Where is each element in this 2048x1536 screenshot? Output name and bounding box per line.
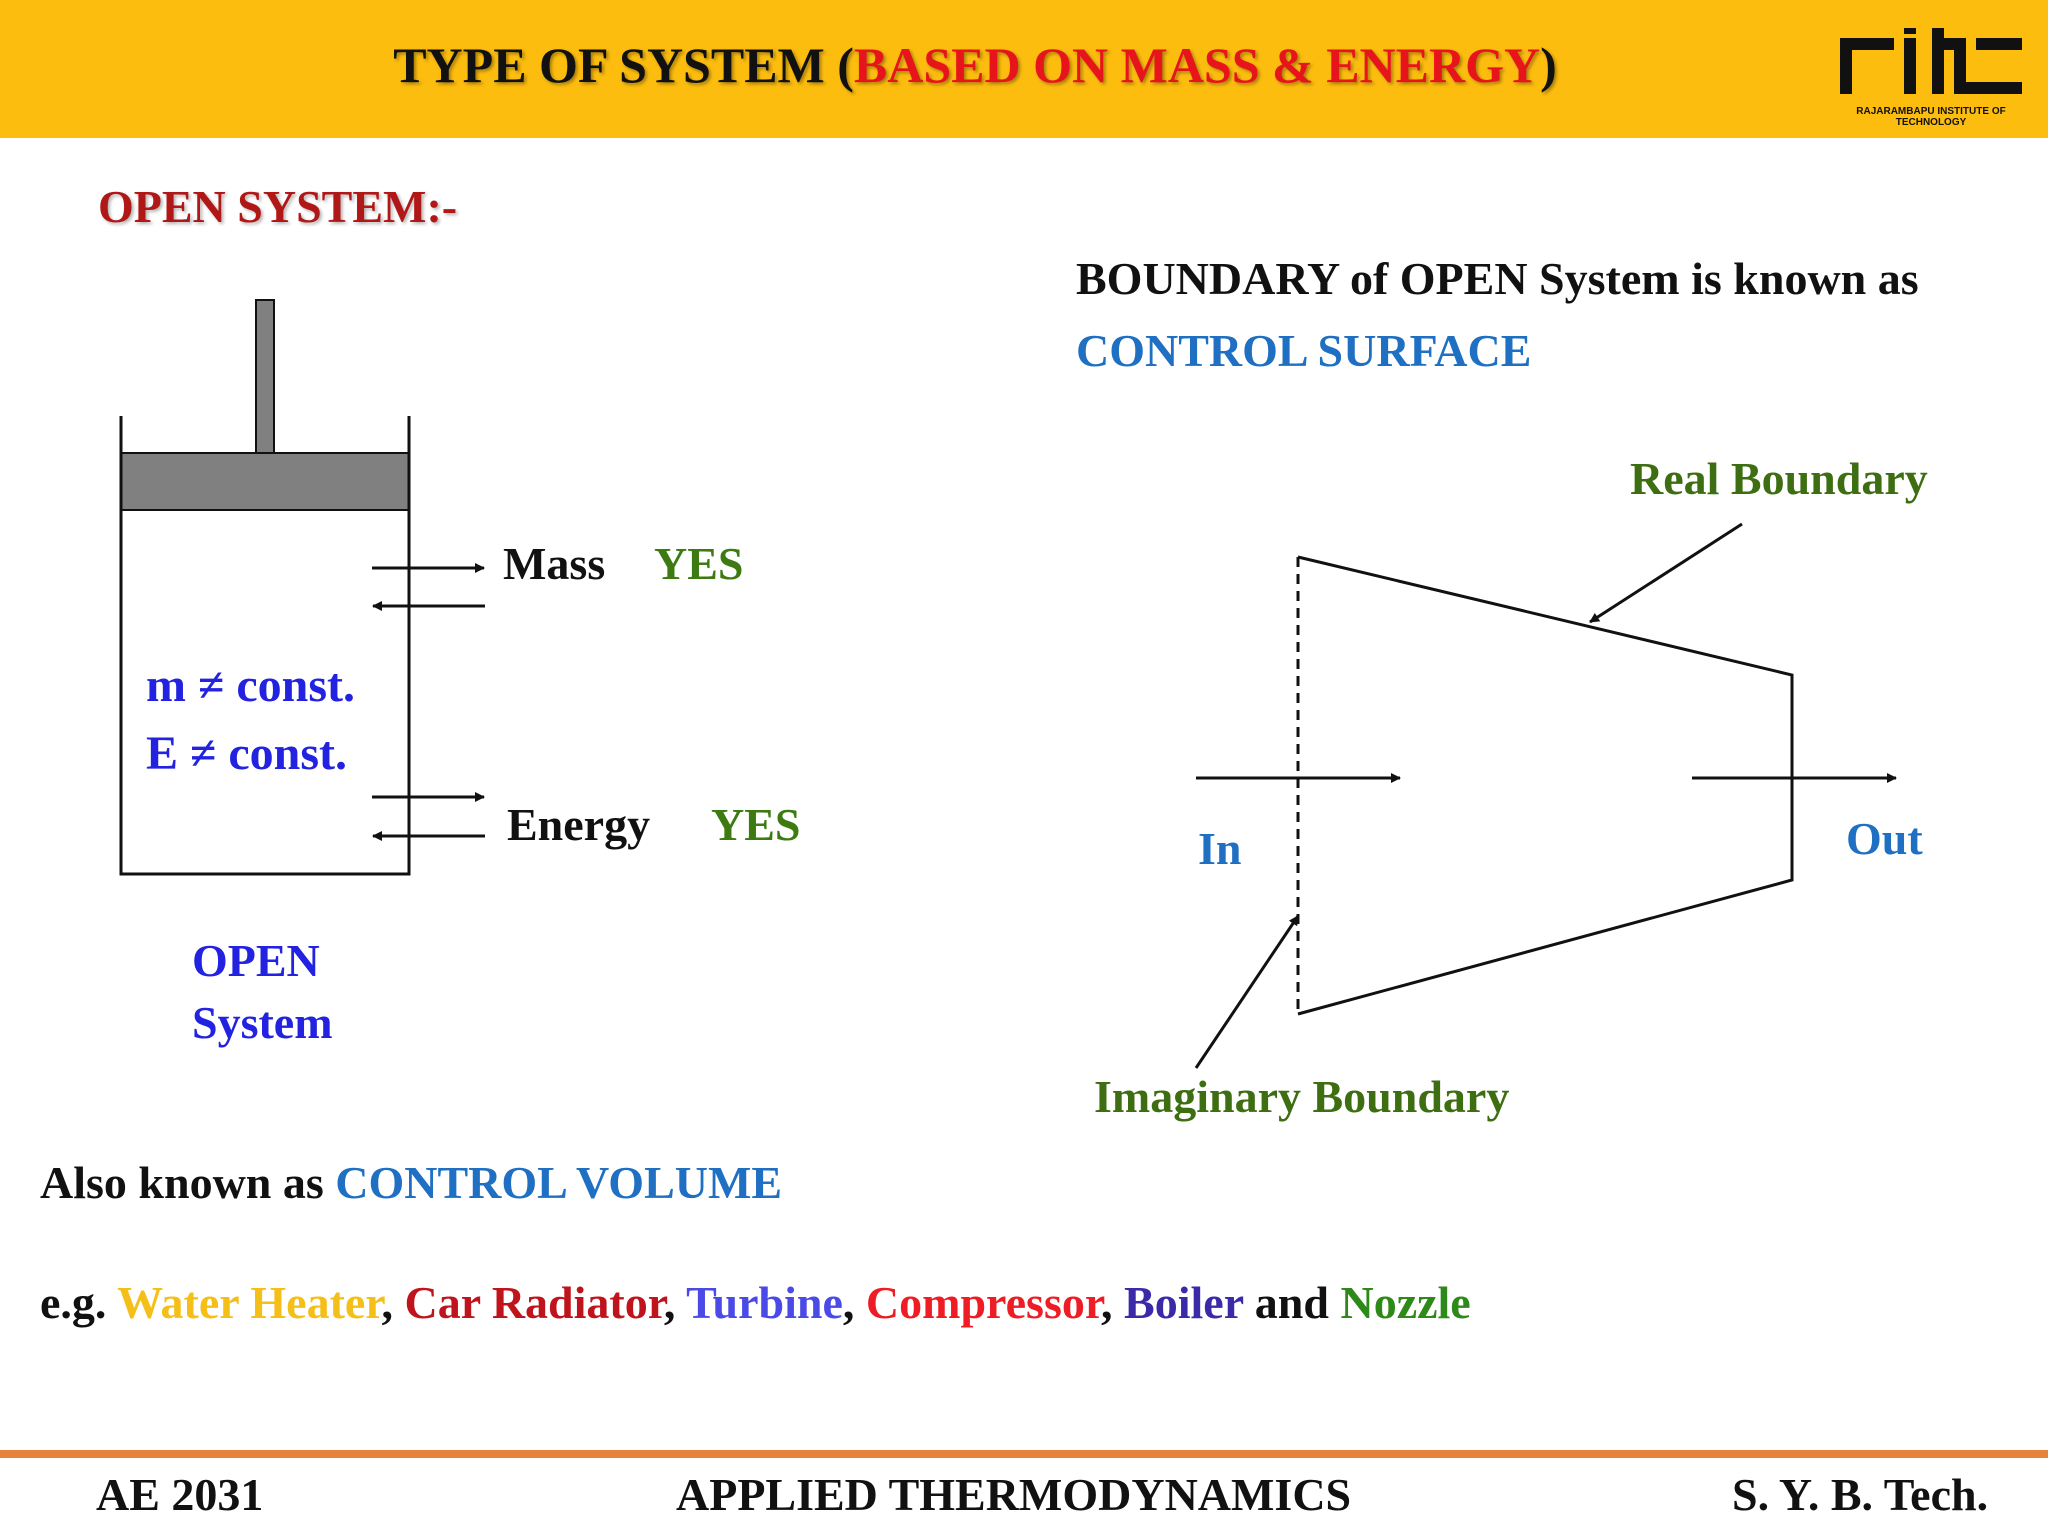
mass-arrows xyxy=(372,563,485,611)
also-known-line: Also known as CONTROL VOLUME xyxy=(40,1156,782,1209)
conjunction: and xyxy=(1243,1277,1341,1328)
separator: , xyxy=(381,1277,405,1328)
slide-title: TYPE OF SYSTEM (BASED ON MASS & ENERGY) xyxy=(0,36,1950,94)
imaginary-boundary-pointer xyxy=(1194,915,1300,1069)
rit-logo-icon: rit xyxy=(1840,28,2022,94)
control-surface-term: CONTROL SURFACE xyxy=(1076,325,1532,376)
energy-label: Energy xyxy=(507,799,651,850)
footer-rule xyxy=(0,1450,2048,1458)
example-turbine: Turbine xyxy=(686,1277,843,1328)
boundary-statement: BOUNDARY of OPEN System is known as xyxy=(1076,253,1919,304)
mass-value: YES xyxy=(654,538,744,589)
out-label: Out xyxy=(1846,813,1923,864)
example-car-radiator: Car Radiator xyxy=(404,1277,664,1328)
examples-prefix: e.g. xyxy=(40,1277,118,1328)
header-bar xyxy=(0,0,2048,138)
caption-line-1: OPEN xyxy=(192,935,320,986)
energy-not-constant: E ≠ const. xyxy=(146,727,348,780)
control-volume-term: CONTROL VOLUME xyxy=(335,1157,783,1208)
example-water-heater: Water Heater xyxy=(117,1277,382,1328)
example-nozzle: Nozzle xyxy=(1340,1277,1471,1328)
footer-course-code: AE 2031 xyxy=(96,1469,264,1520)
separator: , xyxy=(1101,1277,1125,1328)
mass-label: Mass xyxy=(503,538,606,589)
piston-rod xyxy=(255,299,275,456)
example-boiler: Boiler xyxy=(1124,1277,1244,1328)
piston-head xyxy=(120,452,410,511)
example-compressor: Compressor xyxy=(865,1277,1102,1328)
real-boundary-line xyxy=(1297,555,1794,1016)
piston-cylinder xyxy=(119,299,411,876)
energy-arrows xyxy=(372,792,485,841)
footer-class: S. Y. B. Tech. xyxy=(1732,1469,1989,1520)
in-label: In xyxy=(1198,823,1242,874)
also-known-prefix: Also known as xyxy=(40,1157,336,1208)
footer-course-name: APPLIED THERMODYNAMICS xyxy=(676,1469,1352,1520)
open-system-caption: OPEN System xyxy=(192,930,333,1054)
real-boundary-pointer xyxy=(1589,522,1743,624)
separator: , xyxy=(663,1277,687,1328)
energy-value: YES xyxy=(711,799,801,850)
section-title: OPEN SYSTEM:- xyxy=(98,181,458,232)
caption-line-2: System xyxy=(192,997,333,1048)
separator: , xyxy=(842,1277,866,1328)
logo-subtitle: RAJARAMBAPU INSTITUTE OF TECHNOLOGY xyxy=(1856,106,2006,128)
imaginary-boundary-label: Imaginary Boundary xyxy=(1094,1071,1510,1122)
title-suffix: ) xyxy=(1540,37,1557,93)
examples-line: e.g. Water Heater, Car Radiator, Turbine… xyxy=(40,1276,1471,1329)
title-prefix: TYPE OF SYSTEM ( xyxy=(393,37,854,93)
title-highlight: BASED ON MASS & ENERGY xyxy=(853,37,1541,93)
mass-not-constant: m ≠ const. xyxy=(146,659,355,712)
real-boundary-label: Real Boundary xyxy=(1630,453,1928,504)
cylinder-wall xyxy=(119,416,411,876)
control-volume xyxy=(1194,522,1897,1069)
